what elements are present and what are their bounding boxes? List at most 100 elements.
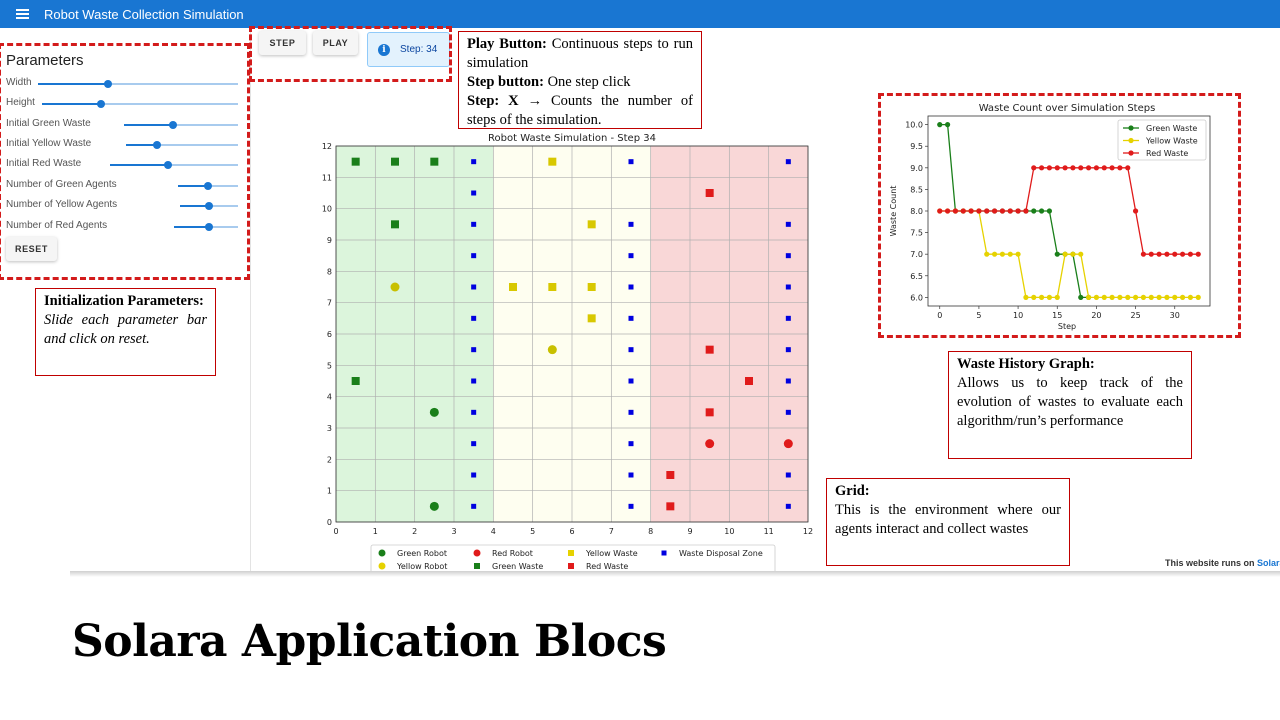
param-slider-5[interactable]: Number of Green Agents (6, 179, 244, 193)
green-waste-marker (430, 157, 439, 166)
series-point (1156, 294, 1162, 300)
red-waste-marker (666, 502, 675, 511)
slider-track[interactable] (126, 144, 238, 146)
red-waste-marker (705, 408, 714, 417)
red-waste-marker (705, 189, 714, 197)
chart-xtick: 20 (1091, 311, 1101, 320)
slider-track[interactable] (42, 103, 238, 105)
disposal-zone-marker (785, 284, 791, 290)
grid-ytick: 10 (322, 205, 332, 214)
counter-note-text: → Counts the number of steps of the simu… (467, 93, 693, 128)
disposal-zone-marker (628, 159, 634, 165)
series-point (1038, 294, 1045, 300)
slider-fill (174, 226, 210, 228)
series-point (1085, 165, 1092, 171)
series-point (937, 208, 943, 214)
step-button[interactable]: STEP (259, 31, 306, 55)
legend-label: Green Waste (1146, 124, 1197, 133)
series-point (1085, 294, 1092, 300)
series-point (1117, 294, 1123, 300)
grid-ytick: 2 (327, 455, 332, 464)
step-note-title: Step button: (467, 74, 544, 90)
series-point (999, 208, 1006, 214)
grid-xtick: 10 (724, 527, 734, 536)
play-button[interactable]: PLAY (313, 31, 358, 55)
param-slider-label: Initial Yellow Waste (6, 138, 92, 149)
slider-thumb[interactable] (204, 182, 212, 190)
grid-ytick: 5 (327, 361, 332, 370)
series-point (1023, 294, 1029, 300)
init-note-title: Initialization Parameters: (44, 293, 204, 309)
step-counter-text: Step: 34 (400, 44, 438, 55)
chart-title: Waste Count over Simulation Steps (979, 103, 1156, 114)
series-point (1125, 294, 1131, 300)
param-slider-3[interactable]: Initial Yellow Waste (6, 138, 244, 152)
slider-thumb[interactable] (163, 161, 172, 169)
series-point (1187, 294, 1194, 300)
chart-ytick: 8.0 (910, 207, 923, 216)
disposal-zone-marker (628, 378, 634, 384)
slider-track[interactable] (124, 124, 238, 126)
series-point (1109, 294, 1115, 300)
reset-button[interactable]: RESET (6, 237, 57, 261)
grid-xtick: 12 (803, 527, 813, 536)
legend-label: Red Waste (1146, 149, 1188, 158)
series-point (1023, 208, 1029, 214)
grid-ytick: 12 (322, 142, 332, 151)
chart-xlabel: Step (1058, 322, 1076, 331)
series-point (1015, 251, 1021, 257)
grid-ytick: 1 (327, 487, 332, 496)
slider-thumb[interactable] (205, 223, 214, 231)
slider-thumb[interactable] (153, 141, 162, 149)
series-point (1172, 294, 1178, 300)
param-slider-7[interactable]: Number of Red Agents (6, 220, 244, 234)
series-point (1164, 294, 1170, 300)
param-slider-4[interactable]: Initial Red Waste (6, 158, 244, 172)
disposal-zone-marker (628, 347, 634, 353)
disposal-zone-marker (785, 221, 791, 227)
green-waste-marker (391, 157, 399, 166)
legend-label: Red Waste (586, 562, 628, 571)
slider-track[interactable] (38, 83, 238, 85)
disposal-zone-marker (785, 503, 791, 509)
series-point (1031, 208, 1037, 214)
series-point (999, 251, 1006, 257)
disposal-zone-marker (628, 409, 634, 415)
disposal-zone-marker (471, 409, 477, 415)
series-point (952, 208, 959, 214)
disposal-zone-marker (785, 409, 791, 415)
param-slider-2[interactable]: Initial Green Waste (6, 118, 244, 132)
disposal-zone-marker (785, 159, 791, 165)
grid-xtick: 1 (373, 527, 378, 536)
legend-marker (378, 549, 386, 557)
red-waste-marker (666, 471, 675, 479)
chart-ytick: 6.0 (910, 293, 923, 302)
param-slider-1[interactable]: Height (6, 97, 244, 111)
menu-icon[interactable] (0, 0, 44, 28)
slider-thumb[interactable] (104, 80, 112, 88)
slider-thumb[interactable] (169, 121, 178, 129)
footer-shadow (70, 571, 1280, 577)
grid-xtick: 6 (569, 527, 574, 536)
slider-thumb[interactable] (96, 100, 105, 108)
series-point (960, 208, 966, 214)
slider-fill (180, 205, 209, 207)
green-waste-marker (351, 157, 360, 166)
series-point (1140, 251, 1147, 257)
solara-link[interactable]: Solara (1257, 558, 1280, 568)
grid-xtick: 0 (333, 527, 338, 536)
param-slider-6[interactable]: Number of Yellow Agents (6, 199, 244, 213)
slider-fill (38, 83, 108, 85)
series-point (991, 208, 998, 214)
legend-label: Red Robot (492, 549, 533, 558)
waste-history-chart: Waste Count over Simulation Steps Step W… (889, 103, 1211, 331)
green-robot-marker (429, 407, 439, 417)
param-slider-0[interactable]: Width (6, 77, 244, 91)
slider-track[interactable] (110, 164, 238, 166)
series-point (976, 208, 982, 214)
series-line (939, 210, 1199, 299)
slider-thumb[interactable] (205, 202, 213, 210)
series-point (1070, 165, 1076, 171)
green-waste-marker (351, 377, 360, 385)
grid-note-text: This is the environment where our agents… (835, 502, 1061, 537)
